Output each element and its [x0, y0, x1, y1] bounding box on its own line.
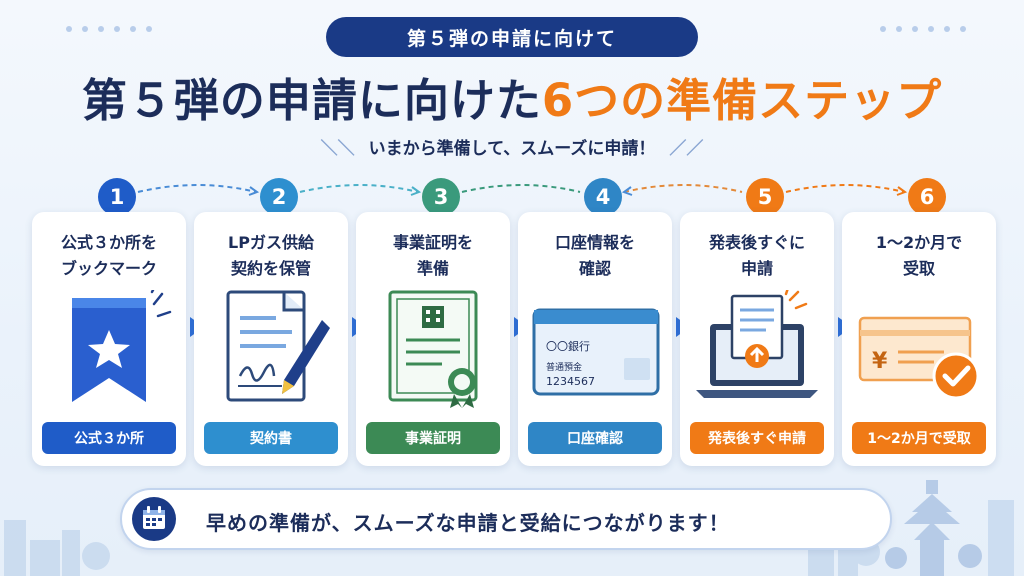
footer-message-bar: 早めの準備が、スムーズな申請と受給につながります！	[120, 488, 892, 550]
step-card-4: 口座情報を確認 〇〇銀行 普通預金 1234567 口座確認	[518, 212, 672, 466]
account-type: 普通預金	[546, 361, 582, 373]
subtitle-slash-right: ／／	[669, 139, 704, 159]
decor-dots-right	[880, 26, 966, 32]
header-pill: 第５弾の申請に向けて	[326, 17, 698, 57]
step-title-4-line2: 確認	[578, 259, 611, 278]
title-main: 第５弾の申請に向けた	[81, 74, 542, 127]
step-title-3-line2: 準備	[416, 259, 449, 278]
step-title-6: 1〜2か月で受取	[842, 230, 996, 282]
page-subtitle: ＼＼ いまから準備して、スムーズに申請！ ／／	[0, 134, 1024, 159]
decor-dots-left	[66, 26, 152, 32]
connector-2-3	[299, 184, 422, 196]
laptop-upload-icon	[696, 290, 818, 398]
connector-4-5	[622, 184, 743, 196]
footer-message: 早めの準備が、スムーズな申請と受給につながります！	[206, 511, 730, 535]
page-title: 第５弾の申請に向けた6つの準備ステップ	[0, 64, 1024, 129]
step-title-4: 口座情報を確認	[518, 230, 672, 282]
step-title-5-line1: 発表後すぐに	[708, 233, 805, 252]
step-card-6: 1〜2か月で受取 ¥ 1〜2か月で受取	[842, 212, 996, 466]
step-title-1-line2: ブックマーク	[60, 259, 157, 278]
step-label-3: 事業証明	[366, 422, 500, 454]
connector-1-2	[137, 184, 260, 196]
calendar-icon	[132, 497, 176, 541]
step-label-1: 公式３か所	[42, 422, 176, 454]
subtitle-slash-left: ＼＼	[320, 139, 355, 159]
step-title-1: 公式３か所をブックマーク	[32, 230, 186, 282]
contract-pen-icon	[226, 290, 330, 402]
step-title-4-line1: 口座情報を	[554, 233, 635, 252]
title-accent: 6つの準備ステップ	[541, 74, 943, 127]
connector-3-4	[461, 184, 581, 193]
step-label-6: 1〜2か月で受取	[852, 422, 986, 454]
step-card-5: 発表後すぐに申請 発表後すぐ申請	[680, 212, 834, 466]
yen-symbol: ¥	[872, 349, 888, 374]
step-title-6-line1: 1〜2か月で	[875, 233, 963, 252]
step-card-1: 公式３か所をブックマーク 公式３か所	[32, 212, 186, 466]
step-title-2: LPガス供給契約を保管	[194, 230, 348, 282]
bookmark-star-icon	[72, 290, 172, 402]
step-card-2: LPガス供給契約を保管 契約書	[194, 212, 348, 466]
step-badge-1: 1	[98, 178, 136, 216]
step-title-3: 事業証明を準備	[356, 230, 510, 282]
certificate-icon	[388, 290, 478, 408]
step-badge-3: 3	[422, 178, 460, 216]
step-badge-6: 6	[908, 178, 946, 216]
step-card-3: 事業証明を準備 事業証明	[356, 212, 510, 466]
bank-card-icon: 〇〇銀行 普通預金 1234567	[532, 308, 660, 396]
step-title-6-line2: 受取	[902, 259, 935, 278]
bank-name: 〇〇銀行	[546, 339, 590, 353]
step-title-5-line2: 申請	[740, 259, 773, 278]
step-title-2-line1: LPガス供給	[228, 233, 314, 252]
step-label-4: 口座確認	[528, 422, 662, 454]
step-badge-5: 5	[746, 178, 784, 216]
connector-5-6	[785, 184, 908, 196]
yen-check-icon: ¥	[858, 316, 980, 400]
step-label-5: 発表後すぐ申請	[690, 422, 824, 454]
step-badge-2: 2	[260, 178, 298, 216]
subtitle-text: いまから準備して、スムーズに申請！	[368, 139, 656, 159]
step-title-5: 発表後すぐに申請	[680, 230, 834, 282]
step-label-2: 契約書	[204, 422, 338, 454]
step-title-3-line1: 事業証明を	[392, 233, 473, 252]
account-number: 1234567	[546, 375, 595, 388]
step-title-2-line2: 契約を保管	[230, 259, 311, 278]
step-badge-4: 4	[584, 178, 622, 216]
step-title-1-line1: 公式３か所を	[60, 233, 157, 252]
